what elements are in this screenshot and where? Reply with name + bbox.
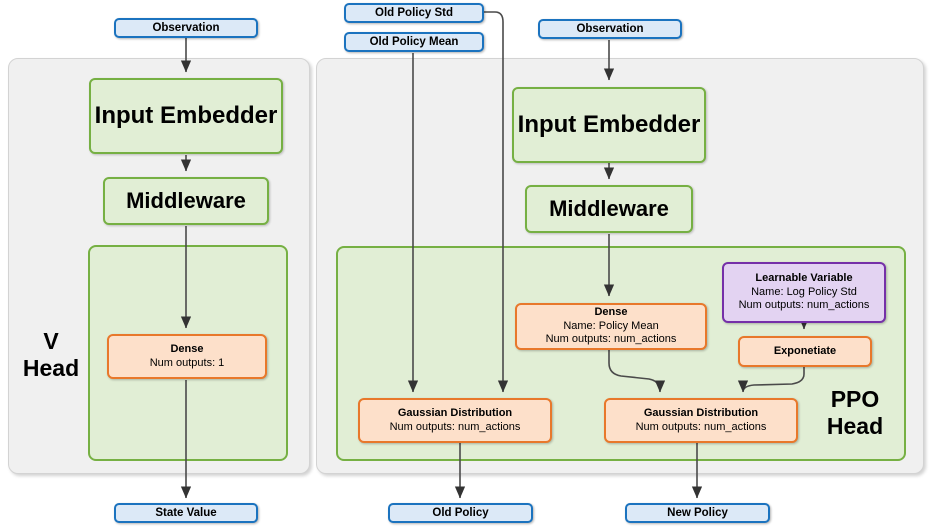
v-head-input-embedder-label: Input Embedder (94, 102, 278, 130)
input-observation-left-label: Observation (152, 21, 220, 34)
v-head-middleware-label: Middleware (126, 187, 246, 213)
input-old-policy-mean-label: Old Policy Mean (369, 35, 459, 48)
gaussian-new-title: Gaussian Distribution (643, 407, 759, 420)
ppo-head-dense-policy-mean[interactable]: Dense Name: Policy Mean Num outputs: num… (515, 303, 707, 350)
v-head-label: V Head (14, 328, 88, 382)
ppo-head-input-embedder[interactable]: Input Embedder (512, 87, 706, 163)
v-head-label-line2: Head (22, 355, 80, 382)
ppo-head-gaussian-old[interactable]: Gaussian Distribution Num outputs: num_a… (358, 398, 552, 443)
ppo-head-gaussian-new[interactable]: Gaussian Distribution Num outputs: num_a… (604, 398, 798, 443)
ppo-head-label-line1: PPO (830, 386, 880, 412)
input-observation-left[interactable]: Observation (114, 18, 258, 38)
input-observation-right-label: Observation (576, 22, 644, 35)
output-new-policy[interactable]: New Policy (625, 503, 770, 523)
gaussian-new-num-outputs: Num outputs: num_actions (635, 420, 767, 433)
ppo-head-dense-title: Dense (594, 306, 628, 319)
v-head-dense[interactable]: Dense Num outputs: 1 (107, 334, 267, 379)
output-old-policy[interactable]: Old Policy (388, 503, 533, 523)
ppo-head-learnable-variable[interactable]: Learnable Variable Name: Log Policy Std … (722, 262, 886, 323)
input-old-policy-mean[interactable]: Old Policy Mean (344, 32, 484, 52)
gaussian-old-title: Gaussian Distribution (397, 407, 513, 420)
ppo-head-input-embedder-label: Input Embedder (517, 111, 701, 139)
v-head-dense-title: Dense (170, 343, 204, 356)
ppo-head-middleware-label: Middleware (549, 195, 669, 221)
output-new-policy-label: New Policy (667, 506, 728, 519)
output-old-policy-label: Old Policy (432, 506, 489, 519)
v-head-label-line1: V (43, 328, 59, 354)
ppo-head-dense-num-outputs: Num outputs: num_actions (545, 333, 677, 346)
gaussian-old-num-outputs: Num outputs: num_actions (389, 420, 521, 433)
input-old-policy-std-label: Old Policy Std (375, 6, 453, 19)
output-state-value[interactable]: State Value (114, 503, 258, 523)
input-observation-right[interactable]: Observation (538, 19, 682, 39)
learnable-variable-name: Name: Log Policy Std (751, 285, 857, 298)
ppo-head-exponentiate[interactable]: Exponetiate (738, 336, 872, 367)
output-state-value-label: State Value (155, 506, 217, 519)
ppo-head-label-line2: Head (826, 413, 884, 440)
v-head-middleware[interactable]: Middleware (103, 177, 269, 225)
exponentiate-label: Exponetiate (773, 344, 837, 357)
ppo-head-dense-name: Name: Policy Mean (563, 319, 659, 332)
learnable-variable-num-outputs: Num outputs: num_actions (738, 299, 870, 312)
learnable-variable-title: Learnable Variable (755, 272, 853, 285)
v-head-dense-num-outputs: Num outputs: 1 (149, 356, 225, 369)
ppo-head-label: PPO Head (812, 386, 898, 440)
ppo-head-middleware[interactable]: Middleware (525, 185, 693, 233)
v-head-input-embedder[interactable]: Input Embedder (89, 78, 283, 154)
input-old-policy-std[interactable]: Old Policy Std (344, 3, 484, 23)
